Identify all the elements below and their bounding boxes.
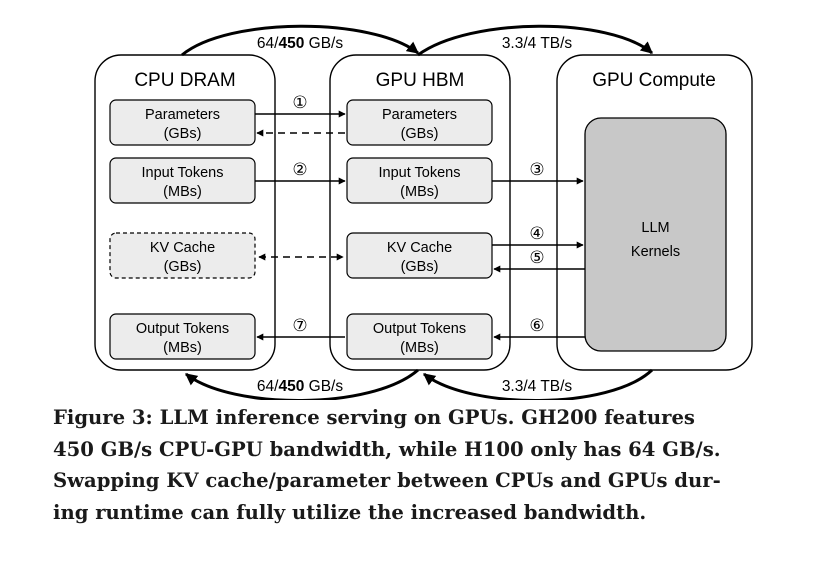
cpu-input-tokens-label: Input Tokens	[142, 165, 224, 181]
bottom-right-bandwidth-label: 3.3/4 TB/s	[502, 378, 573, 395]
step-marker-4: ④	[529, 224, 544, 243]
hbm-input-tokens-unit: (MBs)	[400, 184, 439, 200]
step-marker-1: ①	[292, 93, 307, 112]
cpu-parameters-unit: (GBs)	[164, 126, 202, 142]
cpu-kv-cache-unit: (GBs)	[164, 259, 202, 275]
step-marker-6: ⑥	[529, 316, 544, 335]
gpu-compute-title: GPU Compute	[592, 70, 716, 91]
cpu-kv-cache-box	[109, 232, 256, 279]
memory-hierarchy-diagram: CPU DRAM GPU HBM GPU Compute Parameters …	[94, 24, 753, 402]
caption-line-3: Swapping KV cache/parameter between CPUs…	[53, 469, 721, 492]
caption-line-4: ing runtime can fully utilize the increa…	[53, 500, 647, 524]
cpu-input-tokens-unit: (MBs)	[163, 184, 202, 200]
hbm-input-tokens-label: Input Tokens	[379, 165, 461, 181]
gpu-hbm-title: GPU HBM	[376, 70, 465, 91]
llm-kernels-label-1: LLM	[641, 220, 669, 236]
hbm-output-tokens-box	[346, 313, 493, 360]
cpu-output-tokens-box	[109, 313, 256, 360]
cpu-parameters-box	[109, 99, 256, 146]
caption-line-1: Figure 3: LLM inference serving on GPUs.…	[53, 406, 695, 429]
hbm-kv-cache-box	[346, 232, 493, 279]
step-marker-7: ⑦	[292, 316, 307, 335]
hbm-parameters-box	[346, 99, 493, 146]
bottom-left-bandwidth-label: 64/450 GB/s	[257, 378, 343, 395]
step-marker-2: ②	[292, 160, 307, 179]
top-right-bandwidth-label: 3.3/4 TB/s	[502, 35, 573, 52]
cpu-output-tokens-unit: (MBs)	[163, 340, 202, 356]
caption-line-2: 450 GB/s CPU-GPU bandwidth, while H100 o…	[53, 437, 721, 461]
llm-kernels-label-2: Kernels	[631, 244, 680, 260]
step-marker-5: ⑤	[529, 248, 544, 267]
hbm-parameters-unit: (GBs)	[401, 126, 439, 142]
step-marker-3: ③	[529, 160, 544, 179]
top-left-bandwidth-arc	[181, 24, 419, 57]
hbm-output-tokens-unit: (MBs)	[400, 340, 439, 356]
diagram-svg: CPU DRAM GPU HBM GPU Compute Parameters …	[94, 24, 753, 402]
top-right-bandwidth-arc	[417, 24, 653, 57]
figure-caption: Figure 3: LLM inference serving on GPUs.…	[53, 402, 793, 528]
top-left-bandwidth-label: 64/450 GB/s	[257, 35, 343, 52]
cpu-output-tokens-label: Output Tokens	[136, 321, 229, 337]
hbm-kv-cache-label: KV Cache	[387, 240, 452, 256]
hbm-output-tokens-label: Output Tokens	[373, 321, 466, 337]
cpu-parameters-label: Parameters	[145, 107, 220, 123]
cpu-kv-cache-label: KV Cache	[150, 240, 215, 256]
llm-kernels-box	[584, 117, 727, 352]
cpu-dram-title: CPU DRAM	[134, 70, 235, 91]
hbm-kv-cache-unit: (GBs)	[401, 259, 439, 275]
hbm-parameters-label: Parameters	[382, 107, 457, 123]
